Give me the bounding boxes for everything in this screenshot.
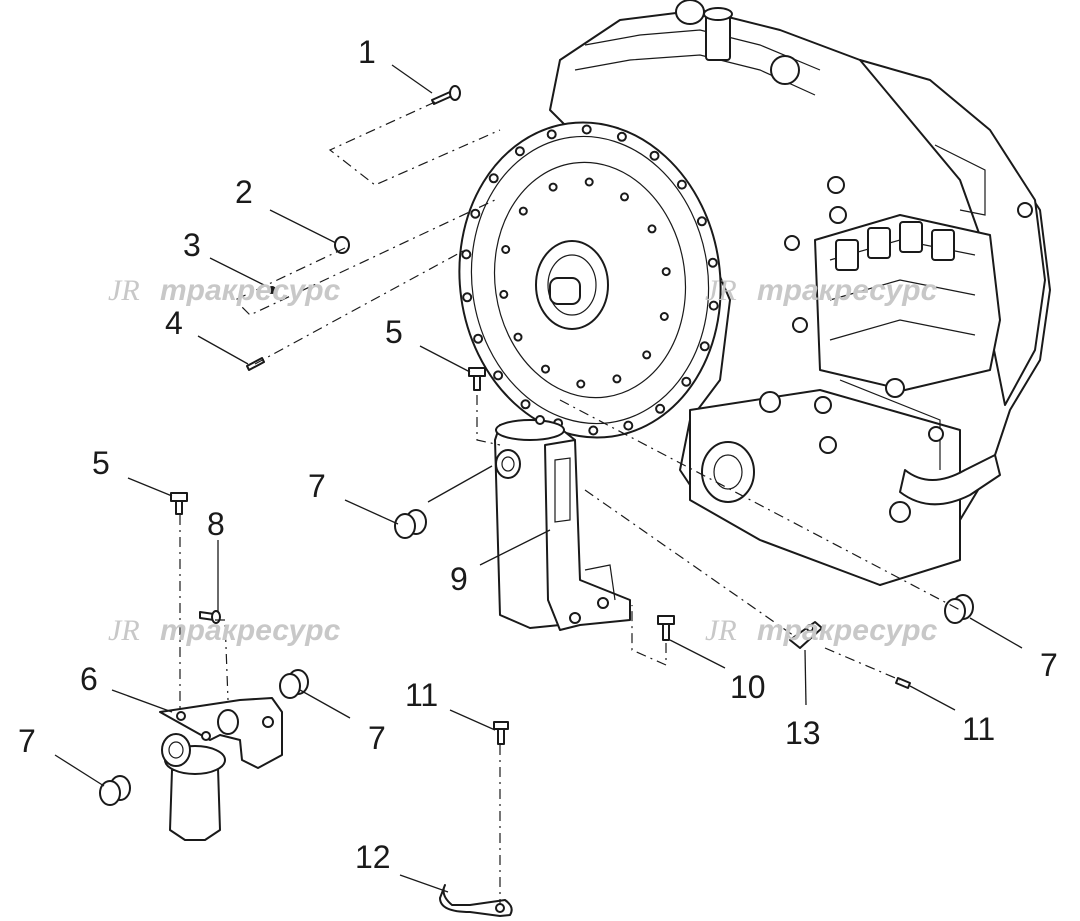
flywheel-bolt <box>659 312 669 321</box>
bolt-11-upper <box>493 721 509 745</box>
watermark: JR тракресурс <box>108 614 341 647</box>
housing-bolt <box>493 370 504 381</box>
leader-lines <box>54 64 1023 893</box>
callout-11-right: 11 <box>962 711 995 747</box>
watermark: JR тракресурс <box>705 614 938 647</box>
flywheel-bolt <box>518 206 528 216</box>
housing-bolt <box>461 249 472 260</box>
housing-bolt <box>681 376 692 387</box>
callout-4: 4 <box>165 305 183 341</box>
plug-7-lower-left <box>99 775 131 806</box>
filter-assembly-6 <box>159 697 283 841</box>
plug-7-right <box>944 594 974 624</box>
callout-9: 9 <box>450 561 468 597</box>
callout-8: 8 <box>207 506 225 542</box>
flywheel-bolt <box>612 374 622 384</box>
flywheel-bolt <box>642 350 652 360</box>
callout-13: 13 <box>785 715 821 751</box>
bolt-1 <box>431 85 461 105</box>
housing-bolt <box>473 333 484 344</box>
watermark-text: тракресурс <box>160 614 341 647</box>
callout-6: 6 <box>80 661 98 697</box>
callout-10: 10 <box>730 669 766 705</box>
flywheel-bolt <box>501 245 511 254</box>
oil-filter-assembly <box>494 415 631 631</box>
housing-bolt <box>655 403 666 414</box>
watermark-logo: JR <box>705 614 737 647</box>
callout-12: 12 <box>355 839 391 875</box>
bolt-10 <box>657 615 675 641</box>
callout-2: 2 <box>235 174 253 210</box>
housing-bolt <box>623 420 634 431</box>
housing-bolt <box>708 300 719 311</box>
watermark: JR тракресурс <box>108 274 341 307</box>
callout-7-right: 7 <box>1040 647 1058 683</box>
callout-3: 3 <box>183 227 201 263</box>
flywheel-bolt <box>661 267 671 277</box>
housing-bolt <box>676 179 687 190</box>
housing-bolt <box>707 257 718 268</box>
bolt-5-left <box>170 492 188 515</box>
housing-bolt <box>616 131 627 142</box>
watermark: JR тракресурс <box>705 274 938 307</box>
watermark-text: тракресурс <box>160 274 341 307</box>
watermark-logo: JR <box>705 274 737 307</box>
converter-housing <box>458 121 722 439</box>
plug-7-center <box>394 509 427 539</box>
housing-bolt <box>488 173 499 184</box>
housing-bolt <box>462 292 473 303</box>
bolt-11-right <box>895 677 911 689</box>
housing-bolt <box>588 425 599 436</box>
watermark-text: тракресурс <box>757 274 938 307</box>
flywheel-bolt <box>513 332 523 342</box>
flywheel-bolt <box>548 182 558 192</box>
watermark-text: тракресурс <box>757 614 938 647</box>
callout-7-lower-left: 7 <box>18 723 36 759</box>
callout-5-left: 5 <box>92 445 110 481</box>
watermark-logo: JR <box>108 274 140 307</box>
housing-bolt <box>699 341 710 352</box>
housing-bolt <box>520 399 531 410</box>
transmission-assembly <box>549 0 1051 586</box>
housing-bolt <box>649 150 660 161</box>
housing-bolt <box>470 208 481 219</box>
callout-1: 1 <box>358 34 376 70</box>
callout-7-lower-middle: 7 <box>368 720 386 756</box>
bolt-5-upper <box>468 367 486 391</box>
housing-bolt <box>514 146 525 157</box>
callout-11-upper: 11 <box>405 677 438 713</box>
housing-bolt <box>581 124 592 135</box>
flywheel-bolt <box>499 289 509 299</box>
callout-labels: 1 2 3 4 5 5 6 7 7 7 7 8 9 10 11 11 12 13 <box>18 34 1058 875</box>
flywheel-bolt <box>576 379 586 389</box>
callout-5-upper: 5 <box>385 314 403 350</box>
flywheel-bolt <box>647 224 657 234</box>
housing-bolt <box>546 129 557 140</box>
clamp-13 <box>789 621 823 649</box>
flywheel-bolt <box>584 177 594 187</box>
flywheel-bolt <box>620 192 629 202</box>
watermark-logo: JR <box>108 614 140 647</box>
assembly-lines <box>179 101 961 905</box>
flywheel-bolts <box>461 124 719 436</box>
nut-2 <box>334 236 350 254</box>
flywheel-bolt <box>541 364 550 374</box>
plug-7-lower-middle <box>279 669 309 699</box>
callout-7-center: 7 <box>308 468 326 504</box>
clamp-12 <box>439 884 513 917</box>
housing-bolt <box>696 216 707 227</box>
